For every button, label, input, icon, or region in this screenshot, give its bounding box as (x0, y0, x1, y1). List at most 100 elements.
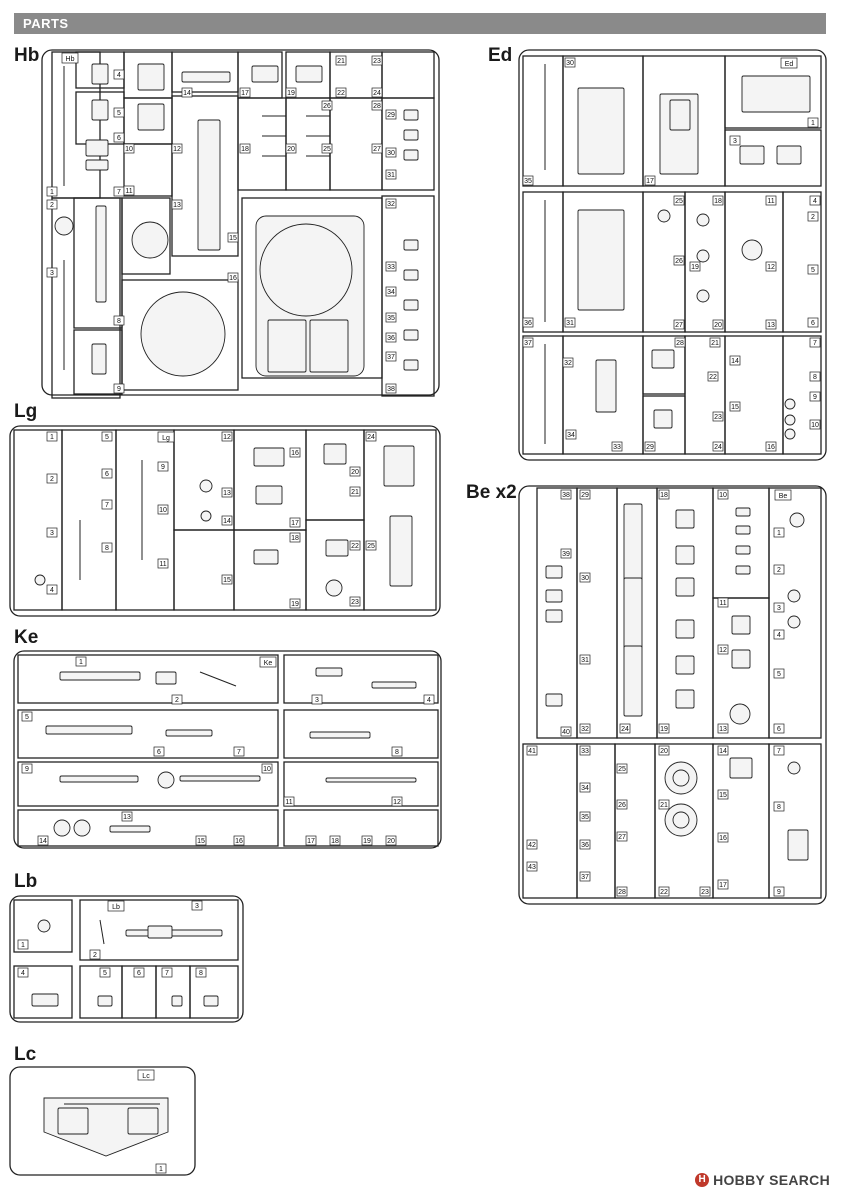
part-number-be-4: 4 (777, 632, 781, 639)
part-number-ed-37: 37 (524, 340, 532, 347)
hb-part-lid (251, 65, 279, 83)
sprue-ke-cell (17, 761, 279, 807)
lg-part-wheel (325, 579, 343, 597)
be-part-tab-c (545, 609, 563, 623)
part-number-be-24-box (619, 723, 631, 734)
ed-part-wheel-d (696, 289, 710, 303)
part-number-hb-2: 2 (50, 202, 54, 209)
part-number-be-10: 10 (719, 492, 727, 499)
part-number-be-11-box (717, 597, 729, 608)
ed-part-ring (784, 428, 796, 440)
part-number-hb-18-box (239, 143, 251, 154)
part-number-ed-35-box (522, 175, 534, 186)
part-number-be-22-box (658, 886, 670, 897)
sprue-hb-cell (121, 279, 239, 391)
part-number-hb-19: 19 (287, 90, 295, 97)
part-number-lb-5-box (99, 967, 111, 978)
sprue-hb-cell (381, 195, 435, 397)
part-number-be-20: 20 (660, 748, 668, 755)
part-number-be-32-box (579, 723, 591, 734)
part-number-be-23-box (699, 886, 711, 897)
part-number-lg-5-box (101, 431, 113, 442)
part-number-ed-31-box (564, 317, 576, 328)
part-number-ed-14-box (729, 355, 741, 366)
hb-part-hatch (91, 63, 109, 85)
part-number-lg-4: 4 (50, 587, 54, 594)
ke-part-rod (309, 731, 371, 739)
part-number-hb-3: 3 (50, 270, 54, 277)
lb-part-cover (31, 993, 59, 1007)
part-number-ke-15: 15 (197, 838, 205, 845)
part-number-be-13: 13 (719, 726, 727, 733)
part-number-be-30: 30 (581, 575, 589, 582)
be-part-bracket (675, 509, 695, 529)
part-number-be-14-box (717, 745, 729, 756)
part-number-lc-1: 1 (159, 1166, 163, 1173)
ke-part-rod-b (325, 777, 417, 783)
part-number-ke-2: 2 (175, 697, 179, 704)
sprue-label-lg: Lg (14, 401, 38, 422)
part-number-hb-8: 8 (117, 318, 121, 325)
sprue-lc-tag-box (137, 1069, 155, 1081)
part-number-ed-20-box (712, 319, 724, 330)
part-number-lg-25-box (365, 540, 377, 551)
part-number-lg-11: 11 (159, 561, 166, 568)
part-number-hb-10-box (123, 143, 135, 154)
part-number-lb-2: 2 (93, 952, 97, 959)
part-number-ke-11: 11 (285, 799, 292, 806)
be-part-dome (729, 703, 751, 725)
sprue-lb-frame (9, 895, 244, 1023)
hb-part-fender (197, 119, 221, 251)
part-number-be-29-box (579, 489, 591, 500)
part-number-ed-10-box (809, 419, 821, 430)
part-number-lb-4-box (17, 967, 29, 978)
part-number-lb-8: 8 (199, 970, 203, 977)
hb-part-turret-ring (140, 291, 226, 377)
sprue-ed-cell (724, 55, 822, 129)
sprue-ed-tag-box (780, 57, 798, 69)
sprue-label-lb: Lb (14, 871, 38, 892)
part-number-hb-23: 23 (373, 58, 381, 65)
lg-part-ring (34, 574, 46, 586)
part-number-lg-2-box (46, 473, 58, 484)
ed-part-ring (784, 414, 796, 426)
part-number-ed-22-box (707, 371, 719, 382)
be-part-hub-b (672, 811, 690, 829)
part-number-hb-16-box (227, 272, 239, 283)
part-number-be-36: 36 (581, 842, 589, 849)
ed-part-grille-inner (669, 99, 691, 131)
part-number-ke-17-box (305, 835, 317, 846)
part-number-be-18-box (658, 489, 670, 500)
part-number-ed-32: 32 (564, 360, 572, 367)
part-number-be-10-box (717, 489, 729, 500)
part-number-ed-33-box (611, 441, 623, 452)
part-number-hb-37: 37 (387, 354, 395, 361)
part-number-be-41-box (526, 745, 538, 756)
hb-part-bracket (91, 99, 109, 121)
part-number-ed-8-box (809, 371, 821, 382)
part-number-ed-16: 16 (767, 444, 775, 451)
lb-part-block-c (203, 995, 219, 1007)
part-number-lb-5: 5 (103, 970, 107, 977)
part-number-hb-13-box (171, 199, 183, 210)
part-number-be-1-box (773, 527, 785, 538)
part-number-ed-2: 2 (811, 214, 815, 221)
part-number-ed-5: 5 (811, 267, 815, 274)
part-number-be-26-box (616, 799, 628, 810)
part-number-lg-19: 19 (291, 601, 299, 608)
hb-part-mantlet (54, 216, 74, 236)
ke-part-shovel (157, 771, 175, 789)
part-number-ed-5-box (807, 264, 819, 275)
part-number-ke-7: 7 (237, 749, 241, 756)
part-number-lg-3-box (46, 527, 58, 538)
hb-part-block-b (85, 159, 109, 171)
ke-part-shovel-handle (179, 775, 261, 782)
ed-part-cover (741, 75, 811, 113)
hb-part-rail (95, 205, 107, 303)
part-number-be-18: 18 (660, 492, 668, 499)
be-part-track-b (623, 577, 643, 649)
part-number-be-2: 2 (777, 567, 781, 574)
part-number-lb-6-box (133, 967, 145, 978)
hb-part-small (403, 329, 419, 341)
